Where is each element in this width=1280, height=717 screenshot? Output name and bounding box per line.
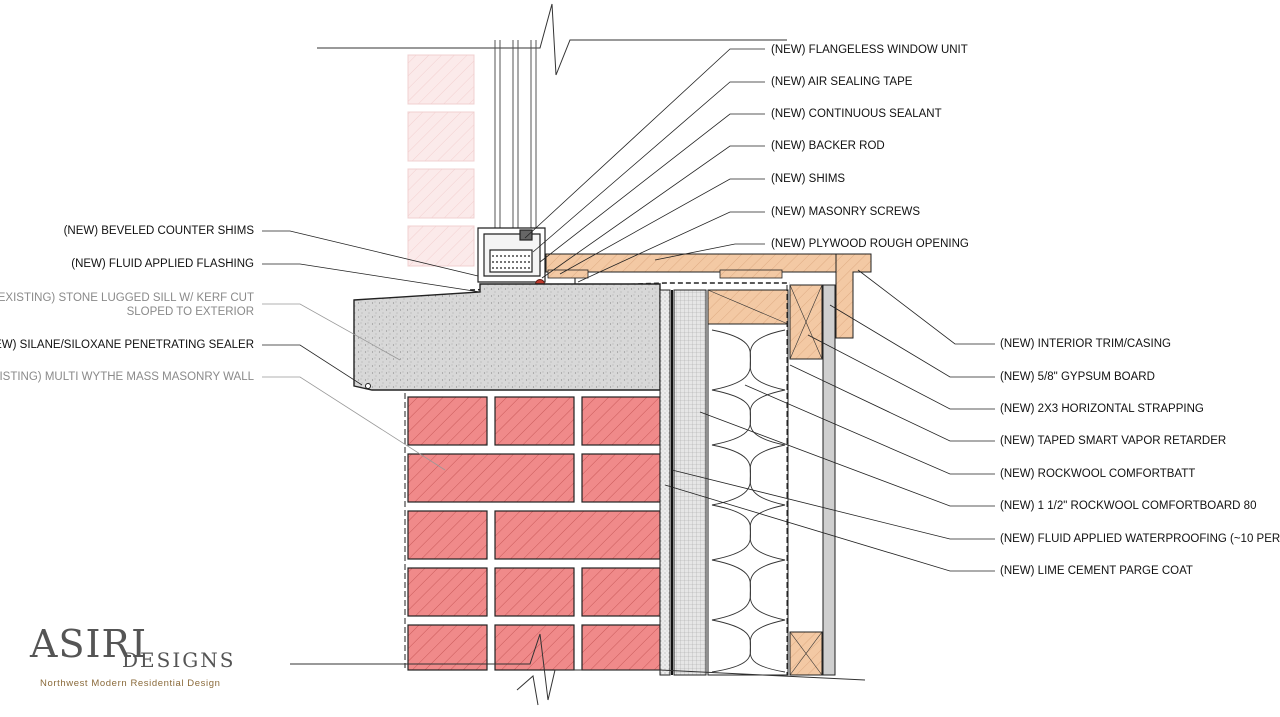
label-penetrating-sealer: (NEW) SILANE/SILOXANE PENETRATING SEALER [0,339,254,351]
label-fluid-waterproofing: (NEW) FLUID APPLIED WATERPROOFING (~10 P… [1000,533,1280,545]
parge-coat [659,289,671,676]
label-beveled-counter-shims: (NEW) BEVELED COUNTER SHIMS [63,225,254,237]
label-masonry-wall: (EXISTING) MULTI WYTHE MASS MASONRY WALL [0,371,254,383]
label-flangeless-window: (NEW) FLANGELESS WINDOW UNIT [771,44,968,56]
label-interior-trim: (NEW) INTERIOR TRIM/CASING [1000,338,1172,350]
label-masonry-screws: (NEW) MASONRY SCREWS [771,206,921,218]
label-comfortboard: (NEW) 1 1/2" ROCKWOOL COMFORTBOARD 80 [1000,500,1257,512]
comfortboard [673,289,707,676]
plywood-rough-opening [545,253,872,273]
bottom-break-line [290,633,866,701]
label-vapor-retarder: (NEW) TAPED SMART VAPOR RETARDER [1000,435,1227,447]
label-fluid-applied-flashing: (NEW) FLUID APPLIED FLASHING [71,258,254,270]
logo-main-text: ASIRI [30,622,148,666]
window-frame [477,227,546,283]
label-horizontal-strapping: (NEW) 2X3 HORIZONTAL STRAPPING [1000,403,1204,415]
label-parge-coat: (NEW) LIME CEMENT PARGE COAT [1000,565,1193,577]
shim-left [547,269,589,279]
label-stone-sill-line1: (EXISTING) STONE LUGGED SILL W/ KERF CUT [0,292,254,304]
stone-sill [353,283,661,391]
label-backer-rod: (NEW) BACKER ROD [771,140,885,152]
window-glazing [494,40,537,230]
top-break-line [317,3,787,76]
logo-tagline: Northwest Modern Residential Design [40,678,221,689]
leaders-bottom-right [664,269,995,572]
label-shims: (NEW) SHIMS [771,173,846,185]
logo-sub-text: DESIGNS [122,648,236,672]
comfortbatt [707,323,789,676]
shim [719,269,783,279]
label-continuous-sealant: (NEW) CONTINUOUS SEALANT [771,108,942,120]
label-stone-sill-line2: SLOPED TO EXTERIOR [126,306,254,318]
label-air-sealing-tape: (NEW) AIR SEALING TAPE [771,76,913,88]
kerf-cut [365,383,371,389]
batt-loops [711,329,786,673]
leaders-top-right [524,48,765,283]
label-gypsum-board: (NEW) 5/8" GYPSUM BOARD [1000,371,1155,383]
brick-wall [407,396,661,671]
ghost-brick-upper [407,54,475,267]
label-plywood-rough-opening: (NEW) PLYWOOD ROUGH OPENING [771,238,969,250]
leaders-left [262,230,481,471]
label-comfortbatt: (NEW) ROCKWOOL COMFORTBATT [1000,468,1196,480]
interior-trim [835,253,872,339]
